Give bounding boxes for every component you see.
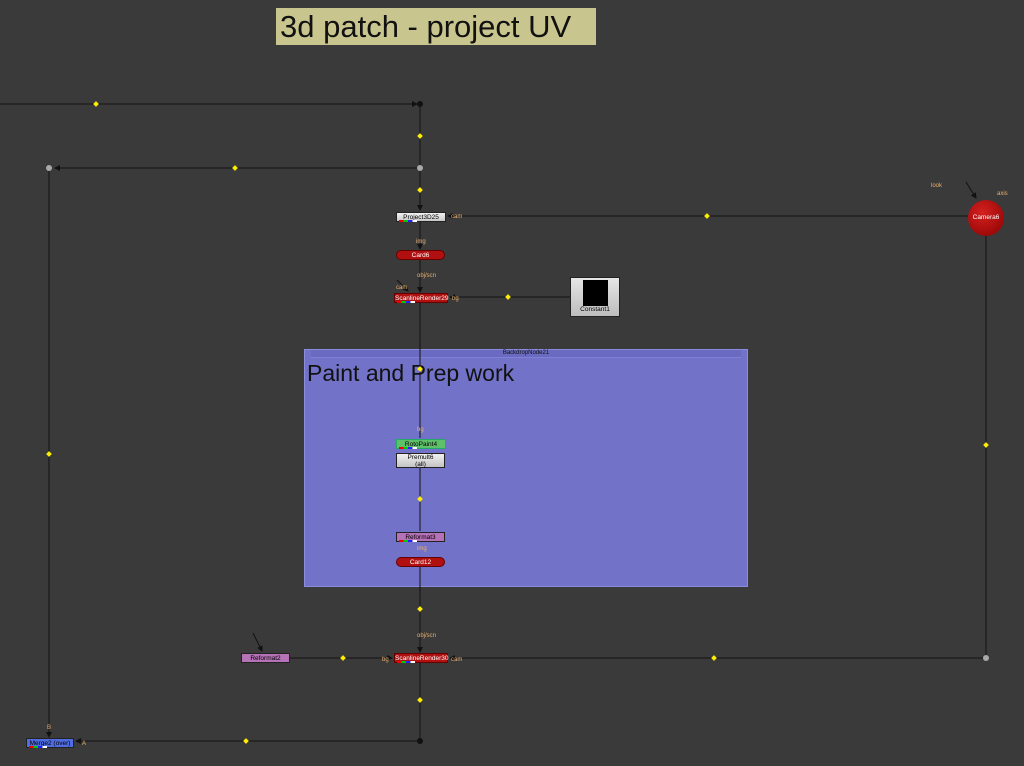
junction-dot[interactable] [983,655,989,661]
node-constant1[interactable]: Constant1 [570,277,620,317]
edge [965,181,977,199]
node-label: Project3D25 [403,214,439,221]
junction-dot[interactable] [417,101,423,107]
input-label-a: A [82,741,87,747]
node-label: Card6 [411,252,430,259]
node-sublabel: (all) [415,461,426,468]
edge-midpoint-dot[interactable] [983,442,989,448]
backdrop-title-bar[interactable]: BackdropNode21 [311,350,741,358]
node-merge2[interactable]: Merge2 (over) [26,738,74,748]
node-card6[interactable]: Card6 [396,250,445,260]
input-label-cam: cam [396,285,408,291]
sticky-note-text: 3d patch - project UV [280,9,572,44]
node-project3d[interactable]: Project3D25 [396,212,446,222]
node-label: Card12 [409,559,432,566]
backdrop-label: Paint and Prep work [307,360,515,386]
node-label: ScanlineRender30 [395,655,449,662]
edge-midpoint-dot[interactable] [417,133,423,139]
edge-midpoint-dot[interactable] [232,165,238,171]
input-label-axis: axis [997,191,1008,197]
input-label-b: B [47,725,52,731]
node-label: Premult6 [407,454,434,461]
node-thumbnail [583,280,608,306]
input-label-bg: bg [382,657,389,663]
junction-dot[interactable] [417,165,423,171]
node-label: Constant1 [580,306,610,313]
node-label: Reformat3 [405,534,436,541]
edge-midpoint-dot[interactable] [243,738,249,744]
input-label-cam: cam [451,214,463,220]
node-label: RotoPaint4 [404,441,438,448]
junction-dot[interactable] [417,738,423,744]
node-reformat2[interactable]: Reformat2 [241,653,290,663]
edge-midpoint-dot[interactable] [417,187,423,193]
edge-midpoint-dot[interactable] [46,451,52,457]
node-rotopaint4[interactable]: RotoPaint4 [396,439,446,449]
backdrop-node[interactable]: BackdropNode21 Paint and Prep work [304,349,748,587]
sticky-note[interactable]: 3d patch - project UV [276,8,596,45]
backdrop-name: BackdropNode21 [502,350,550,356]
input-label-obj-scn: obj/scn [417,273,437,279]
edge [396,279,409,292]
edge-midpoint-dot[interactable] [505,294,511,300]
node-label: Merge2 (over) [29,740,71,747]
node-label: Reformat2 [250,655,281,662]
edge [252,632,263,652]
node-label: Camera6 [972,214,1000,221]
node-reformat3[interactable]: Reformat3 [396,532,445,542]
input-label-img: img [417,546,427,552]
node-camera6[interactable]: Camera6 [968,200,1004,236]
node-label: ScanlineRender29 [395,295,449,302]
input-label-cam: cam [451,657,463,663]
edge-midpoint-dot[interactable] [340,655,346,661]
node-card12[interactable]: Card12 [396,557,445,567]
edge-midpoint-dot[interactable] [711,655,717,661]
node-scanlinerender30[interactable]: ScanlineRender30 [394,653,448,663]
node-scanlinerender29[interactable]: ScanlineRender29 [394,293,448,303]
junction-dot[interactable] [46,165,52,171]
edge-midpoint-dot[interactable] [417,697,423,703]
edge-midpoint-dot[interactable] [417,606,423,612]
edge-midpoint-dot[interactable] [704,213,710,219]
input-label-obj-scn: obj/scn [417,633,437,639]
node-premult6[interactable]: Premult6 (all) [396,453,445,468]
edge-midpoint-dot[interactable] [93,101,99,107]
input-label-look: look [931,183,943,189]
input-label-bg: bg [417,427,424,433]
input-label-img: img [416,239,426,245]
input-label-bg: bg [452,296,459,302]
